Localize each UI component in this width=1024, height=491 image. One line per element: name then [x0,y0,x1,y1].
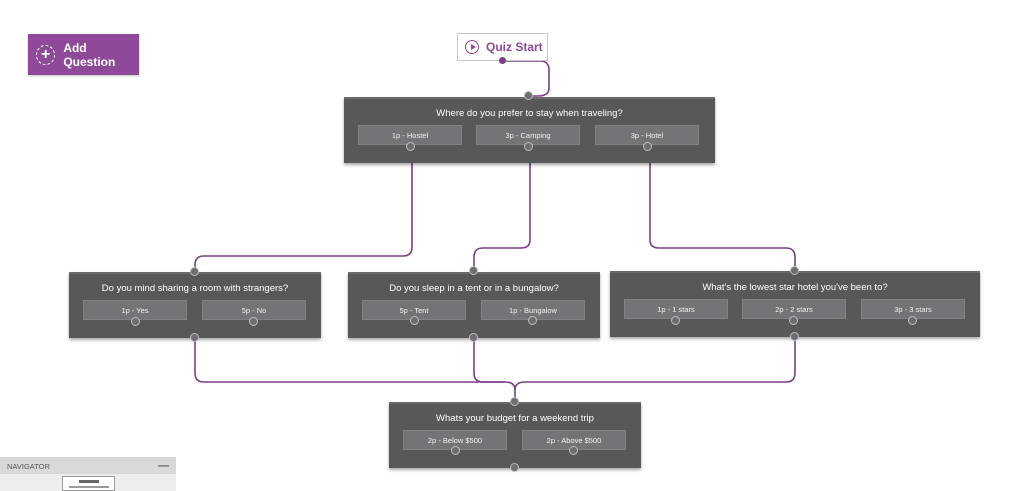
question-node-tent-or-bungalow[interactable]: Do you sleep in a tent or in a bungalow?… [348,272,600,338]
plus-icon: + [36,44,56,65]
question-node-weekend-budget[interactable]: Whats your budget for a weekend trip 2p … [389,402,641,468]
question-title: Whats your budget for a weekend trip [436,413,594,424]
wire-q4-to-q5 [514,338,796,391]
question-title: Do you mind sharing a room with stranger… [101,283,289,294]
q5-output-port[interactable] [510,463,519,472]
question-node-stay-preference[interactable]: Where do you prefer to stay when traveli… [344,97,715,163]
wire-camping-to-q3 [473,146,531,271]
q1-input-port[interactable] [524,91,533,100]
quiz-start-node[interactable]: Quiz Start [457,33,548,61]
wire-q2-to-q5 [194,338,516,402]
q5-input-port[interactable] [510,397,519,406]
minus-icon[interactable]: — [158,459,169,472]
yes-output-port[interactable] [131,317,140,326]
question-title: Do you sleep in a tent or in a bungalow? [389,283,559,294]
wire-q3-to-q5 [473,338,505,383]
add-question-label: Add Question [63,40,116,69]
3-stars-output-port[interactable] [908,316,917,325]
below-500-output-port[interactable] [451,446,460,455]
hostel-output-port[interactable] [406,142,415,151]
q3-output-port[interactable] [469,333,478,342]
start-output-port[interactable] [499,57,506,64]
question-node-sharing-room[interactable]: Do you mind sharing a room with stranger… [69,272,321,338]
tent-output-port[interactable] [410,316,419,325]
q2-output-port[interactable] [190,333,199,342]
q3-input-port[interactable] [469,266,478,275]
navigator-viewport[interactable] [62,476,115,491]
question-node-lowest-star-hotel[interactable]: What's the lowest star hotel you've been… [610,271,980,337]
navigator-title: NAVIGATOR [7,461,50,471]
wire-hotel-to-q4 [649,146,796,271]
navigator-panel: NAVIGATOR — [0,457,176,491]
play-icon [465,40,479,54]
camping-output-port[interactable] [524,142,533,151]
1-stars-output-port[interactable] [671,316,680,325]
question-title: Where do you prefer to stay when traveli… [436,108,623,119]
2-stars-output-port[interactable] [789,316,798,325]
add-question-button[interactable]: + Add Question [28,34,139,75]
q2-input-port[interactable] [190,267,199,276]
no-output-port[interactable] [249,317,258,326]
above-500-output-port[interactable] [569,446,578,455]
quiz-start-label: Quiz Start [486,40,543,54]
navigator-preview-node [79,480,99,483]
navigator-header: NAVIGATOR — [0,458,176,474]
navigator-preview-node [69,486,109,488]
hotel-output-port[interactable] [643,142,652,151]
wire-hostel-to-q2 [194,146,413,272]
question-title: What's the lowest star hotel you've been… [702,282,888,293]
bungalow-output-port[interactable] [528,316,537,325]
q4-output-port[interactable] [790,332,799,341]
q4-input-port[interactable] [790,266,799,275]
